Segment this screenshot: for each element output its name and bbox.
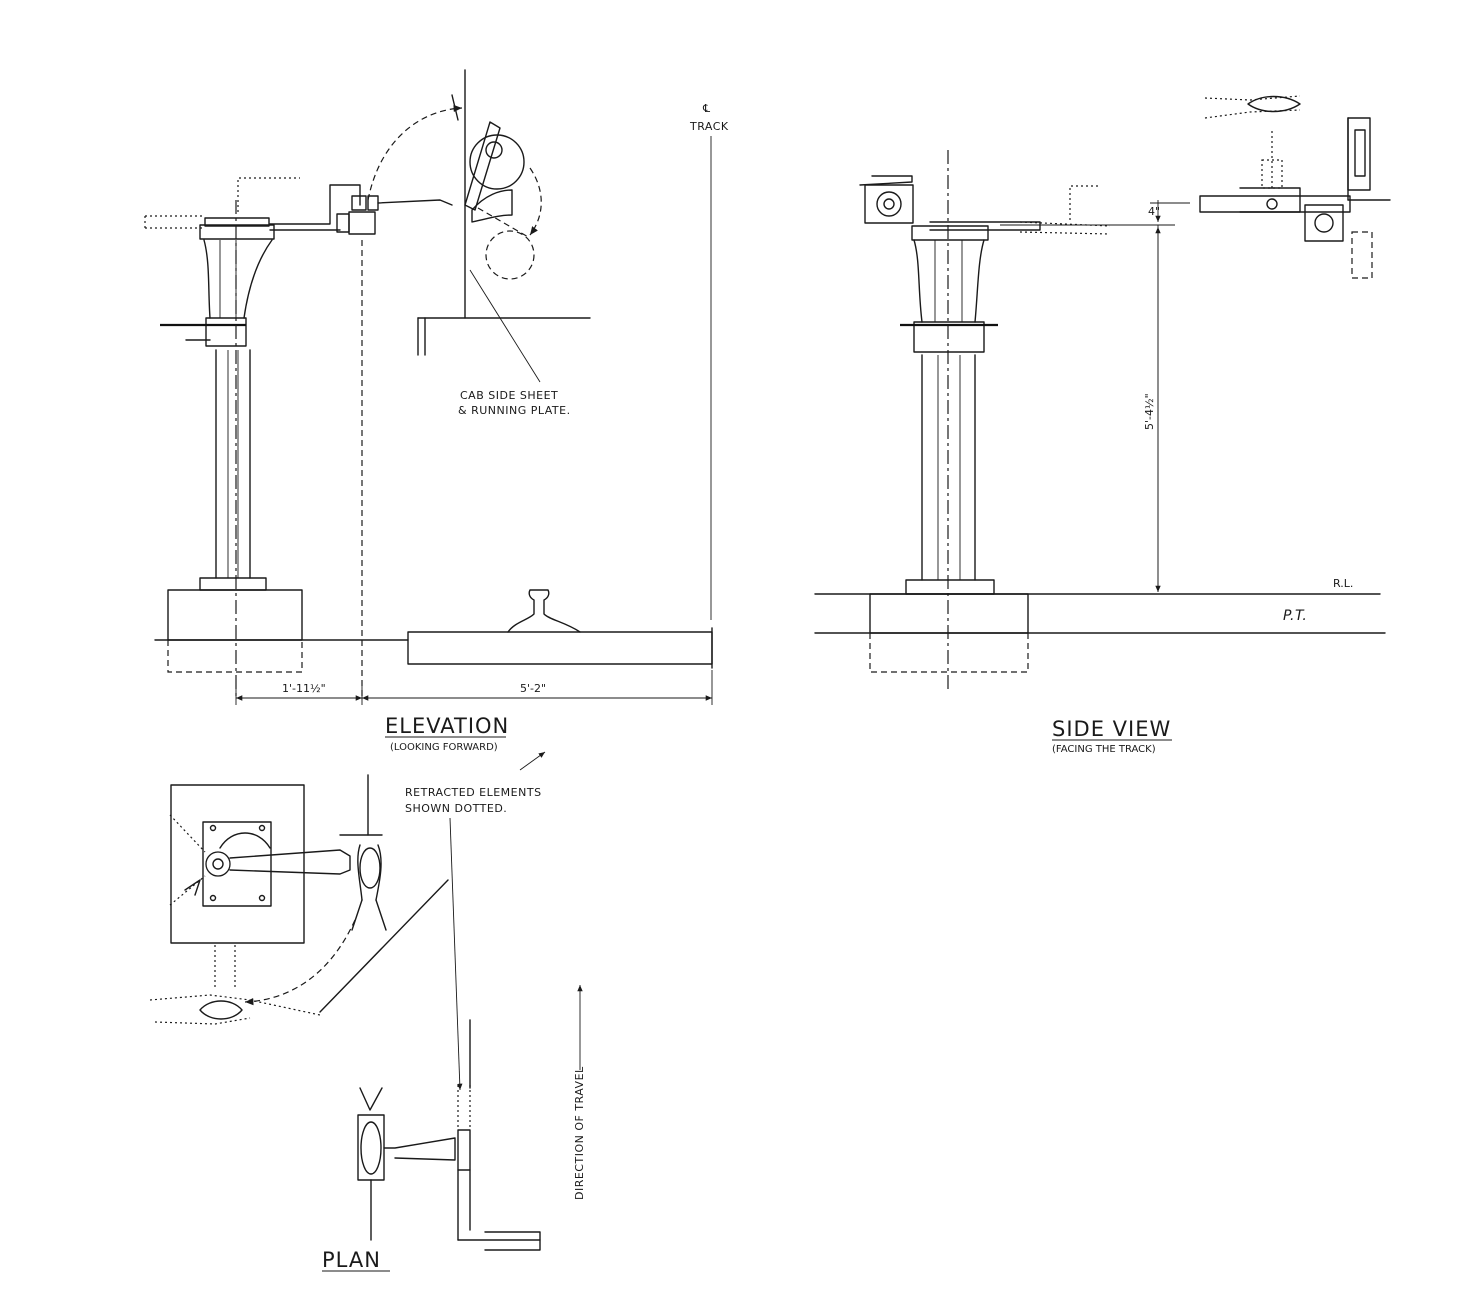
plan-title: PLAN xyxy=(322,1248,381,1272)
note-line1: RETRACTED ELEMENTS xyxy=(405,786,542,799)
dim-left: 1'-11½" xyxy=(282,682,326,695)
side-view-subtitle: (FACING THE TRACK) xyxy=(1052,744,1156,755)
elevation-view: CAB SIDE SHEET & RUNNING PLATE. ℄ TRACK … xyxy=(144,69,729,753)
dim-right: 5'-2" xyxy=(520,682,546,695)
side-dim-height: 5'-4½" xyxy=(1143,393,1156,430)
plan-view: DIRECTION OF TRAVEL PLAN xyxy=(149,774,586,1272)
track-symbol: ℄ xyxy=(702,102,711,115)
cab-label-line2: & RUNNING PLATE. xyxy=(458,404,571,417)
rail-level: R.L. xyxy=(1333,577,1353,590)
side-dim-small: 4" xyxy=(1148,205,1160,218)
note-line2: SHOWN DOTTED. xyxy=(405,802,507,815)
track-label: TRACK xyxy=(689,120,729,133)
note: RETRACTED ELEMENTS SHOWN DOTTED. xyxy=(405,751,546,1091)
elevation-title: ELEVATION xyxy=(385,714,509,738)
side-view: 4" 5'-4½" R.L. P.T. SIDE VIEW (FACING TH… xyxy=(814,95,1391,755)
direction-of-travel: DIRECTION OF TRAVEL xyxy=(573,1066,586,1200)
side-view-title: SIDE VIEW xyxy=(1052,717,1171,741)
cab-label-line1: CAB SIDE SHEET xyxy=(460,389,558,402)
platform-label: P.T. xyxy=(1283,608,1307,624)
elevation-subtitle: (LOOKING FORWARD) xyxy=(390,742,498,753)
elevation-foundation xyxy=(167,589,303,641)
